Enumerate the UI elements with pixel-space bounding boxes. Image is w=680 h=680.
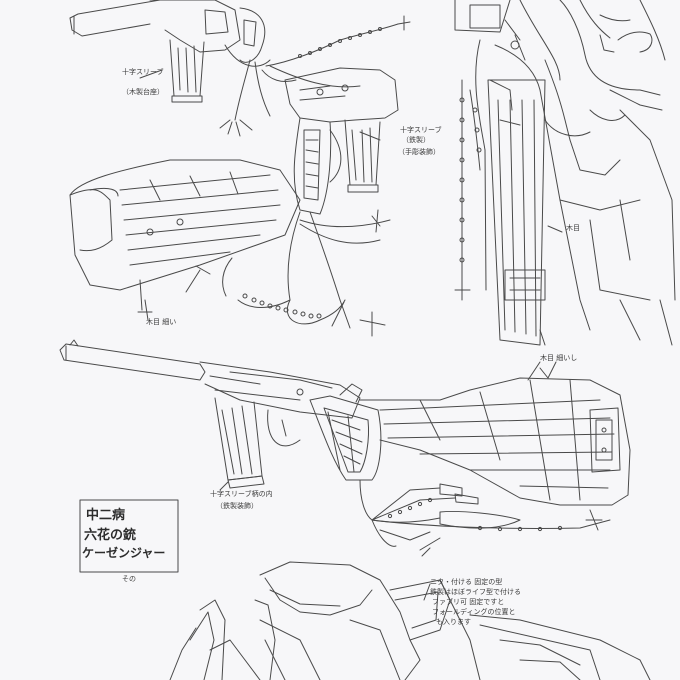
note-top-mag-sub: （木製台座） — [122, 88, 164, 96]
top-pistol-sketch — [70, 0, 270, 102]
note-mid-gun: 十字スリーブ — [400, 126, 442, 134]
note-top-mag: 十字スリーブ — [122, 68, 164, 76]
note-bottom-5: も入ります — [436, 618, 471, 626]
big-stock-sketch — [360, 362, 630, 505]
title-line-2: 六花の銃 — [84, 528, 137, 543]
title-box: 中二病 六花の銃 ケーゼンジャー その — [80, 500, 178, 583]
note-big-stock-label: 木目 細いし — [540, 354, 578, 362]
title-line-1: 中二病 — [86, 508, 126, 523]
note-bottom-4: フォールディングの位置と — [432, 608, 516, 616]
annotation-leader-lines — [140, 70, 562, 600]
title-line-4: その — [122, 575, 136, 583]
note-bottom-3: ファブリ可 固定ですと — [432, 598, 505, 606]
note-mid-gun-sub1: （鉄製） — [402, 136, 430, 144]
note-mid-mag: 十字スリーブ柄の内 — [210, 490, 273, 498]
title-box-frame — [80, 500, 178, 572]
mid-charm-sketch — [186, 210, 390, 336]
note-portrait-label: 木目 — [566, 224, 580, 232]
note-bottom-2: 鉄製はほぼライフ型で付ける — [430, 588, 521, 596]
note-mid-mag-sub: （鉄製装飾） — [216, 502, 258, 510]
top-stock-sketch — [70, 160, 300, 312]
main-charm-sketch — [360, 480, 610, 556]
title-line-3: ケーゼンジャー — [82, 546, 166, 560]
top-charm-sketch — [220, 16, 410, 136]
note-bottom-1: ニタ・付ける 固定の型 — [430, 578, 503, 586]
bottom-stocks-sketch — [170, 562, 650, 680]
note-stock-label-low: 木目 細い — [146, 318, 177, 326]
main-pistol-sketch — [60, 340, 381, 488]
character-portrait-sketch — [455, 0, 675, 345]
mid-pistol-sketch — [285, 68, 398, 214]
note-mid-gun-sub2: （手彫装飾） — [398, 148, 440, 156]
